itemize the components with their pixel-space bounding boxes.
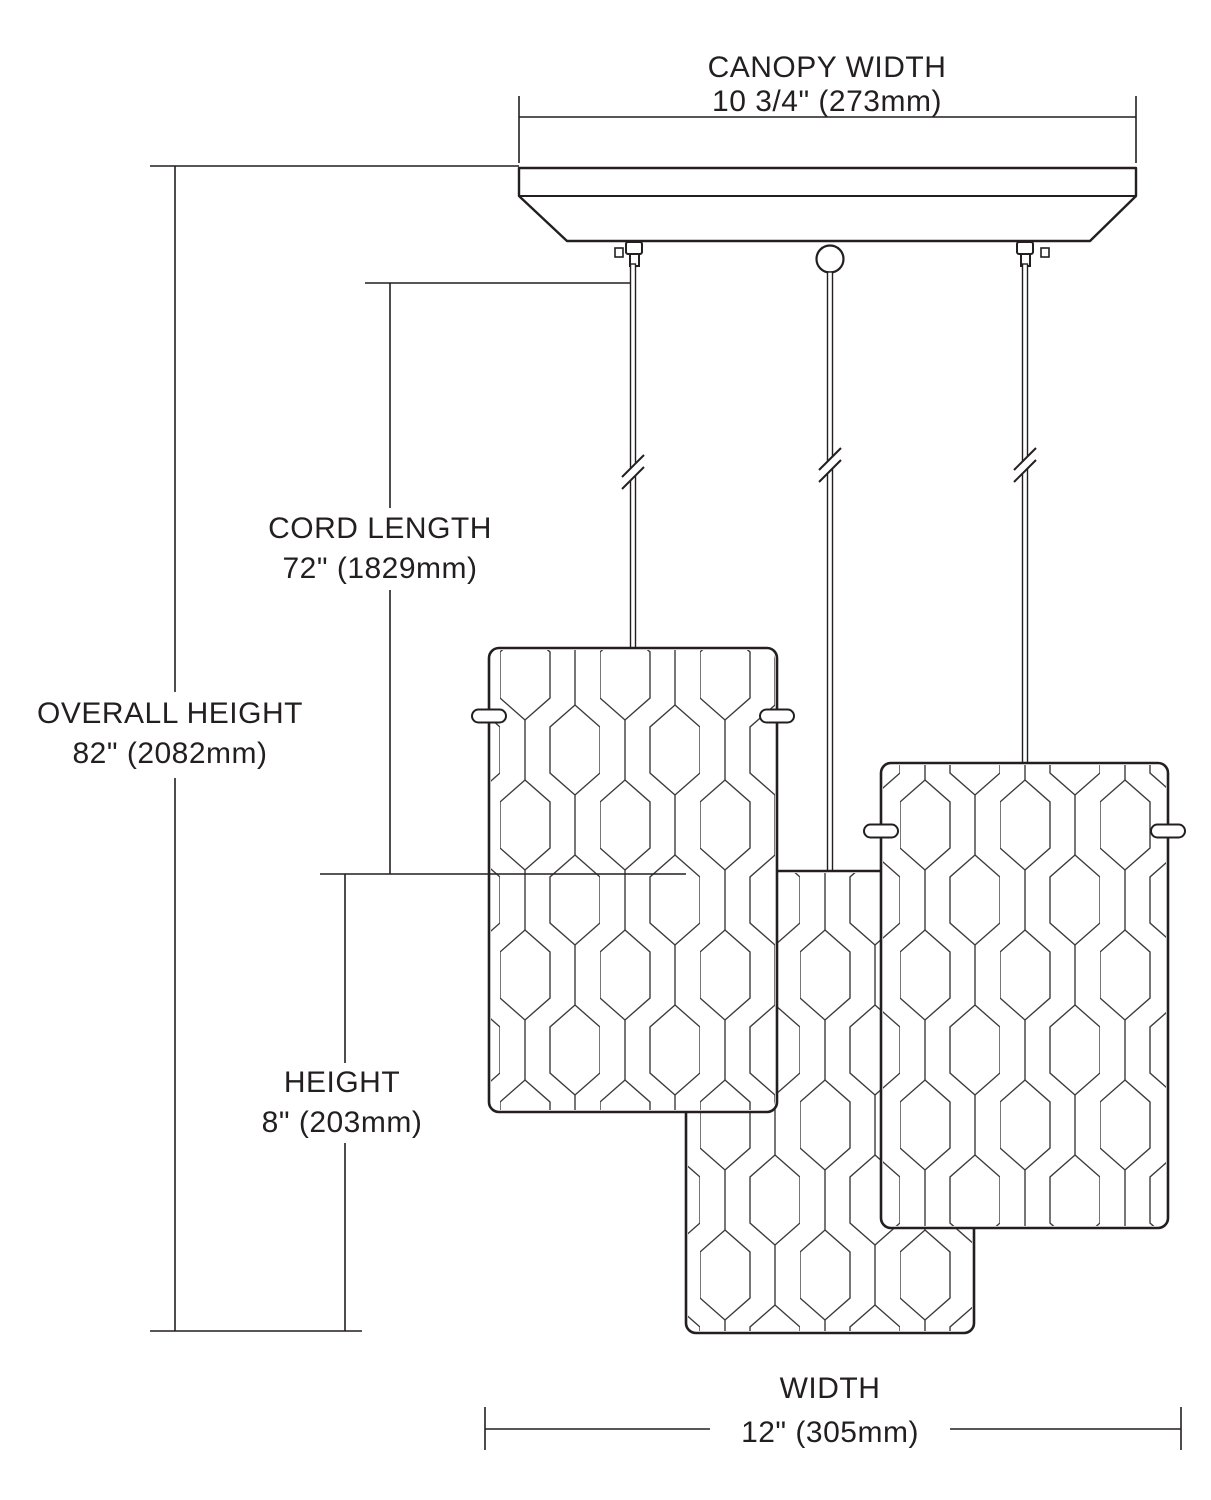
cord-right: [1013, 263, 1037, 768]
cord-length-label: CORD LENGTH: [268, 512, 492, 545]
cord-gripper-right: [1016, 241, 1050, 267]
overall-height-label: OVERALL HEIGHT: [37, 697, 303, 730]
canopy-width-label: CANOPY WIDTH: [708, 51, 947, 84]
cord-left: [621, 263, 645, 653]
shade-lug: [863, 823, 899, 839]
shade-lug: [471, 708, 507, 724]
cord-gripper-left: [614, 241, 643, 267]
width-label: WIDTH: [780, 1372, 881, 1405]
cord-ball-center: [815, 244, 845, 274]
dim-width: WIDTH 12" (305mm): [484, 1372, 1182, 1452]
canopy-width-value: 10 3/4" (273mm): [712, 85, 942, 118]
cord-break-left-icon: [621, 454, 645, 490]
height-value: 8" (203mm): [262, 1106, 423, 1139]
shade-right: [863, 761, 1186, 1230]
canopy: [517, 166, 1138, 243]
dim-canopy-width: CANOPY WIDTH 10 3/4" (273mm): [518, 51, 1137, 163]
dim-overall-height: OVERALL HEIGHT 82" (2082mm): [20, 165, 519, 1332]
shade-lug: [1150, 823, 1186, 839]
height-label: HEIGHT: [284, 1066, 400, 1099]
width-value: 12" (305mm): [741, 1416, 919, 1449]
dim-cord-length: CORD LENGTH 72" (1829mm): [250, 282, 686, 875]
dim-height: HEIGHT 8" (203mm): [245, 874, 440, 1331]
cord-center: [818, 271, 842, 875]
cord-break-right-icon: [1013, 447, 1037, 483]
shade-front-left: [471, 646, 795, 1114]
shade-lug: [759, 708, 795, 724]
overall-height-value: 82" (2082mm): [72, 737, 267, 770]
cord-break-center-icon: [818, 447, 842, 483]
cord-length-value: 72" (1829mm): [282, 552, 477, 585]
